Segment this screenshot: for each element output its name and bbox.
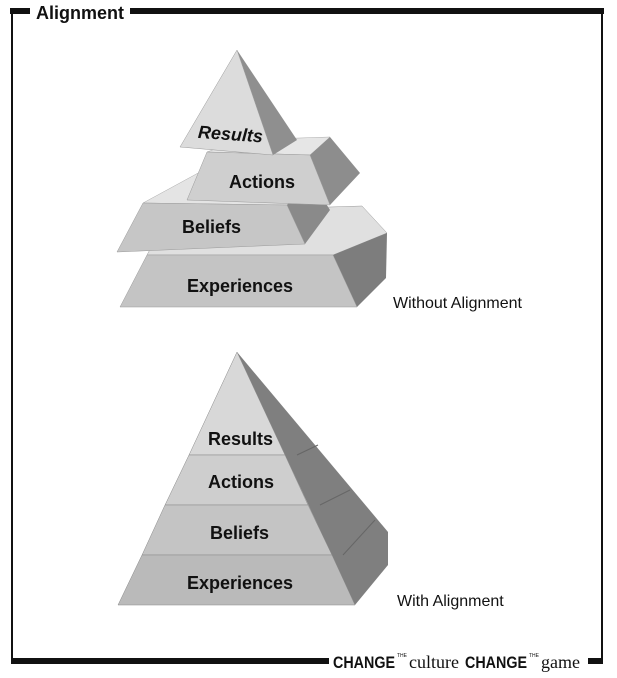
experiences-layer [117, 554, 356, 606]
logo-change-1: CHANGE [333, 653, 395, 672]
pyramid-with-alignment: Results Actions Beliefs Experiences [117, 351, 388, 606]
logo-game: game [541, 652, 580, 672]
experiences-front-face [119, 254, 358, 308]
pyramid-without-alignment: Results Actions Beliefs Experiences [116, 49, 388, 308]
results-front-face [179, 49, 274, 156]
logo-culture: culture [409, 652, 459, 672]
frame [10, 8, 604, 664]
layer-label-experiences: Experiences [187, 276, 293, 296]
results-side-face [237, 50, 297, 155]
beliefs-front-face [116, 202, 306, 253]
layer-label-results: Results [208, 429, 273, 449]
logo-the-1: THE [397, 653, 408, 659]
experiences-side-face [333, 233, 387, 307]
layer-label-actions: Actions [229, 172, 295, 192]
layer-label-results: Results [197, 122, 263, 146]
logo-the-2: THE [529, 653, 540, 659]
caption-without-alignment: Without Alignment [393, 295, 523, 312]
layer-label-beliefs: Beliefs [210, 523, 269, 543]
caption-with-alignment: With Alignment [397, 593, 504, 610]
change-the-culture-logo: CHANGE THE culture CHANGE THE game [333, 652, 580, 672]
layer-label-actions: Actions [208, 472, 274, 492]
layer-label-beliefs: Beliefs [182, 217, 241, 237]
layer-label-experiences: Experiences [187, 573, 293, 593]
diagram-title: Alignment [36, 3, 124, 23]
actions-front-face [186, 151, 331, 206]
logo-change-2: CHANGE [465, 653, 527, 672]
pyramid-side-face [237, 352, 388, 605]
actions-side-face [310, 137, 360, 205]
